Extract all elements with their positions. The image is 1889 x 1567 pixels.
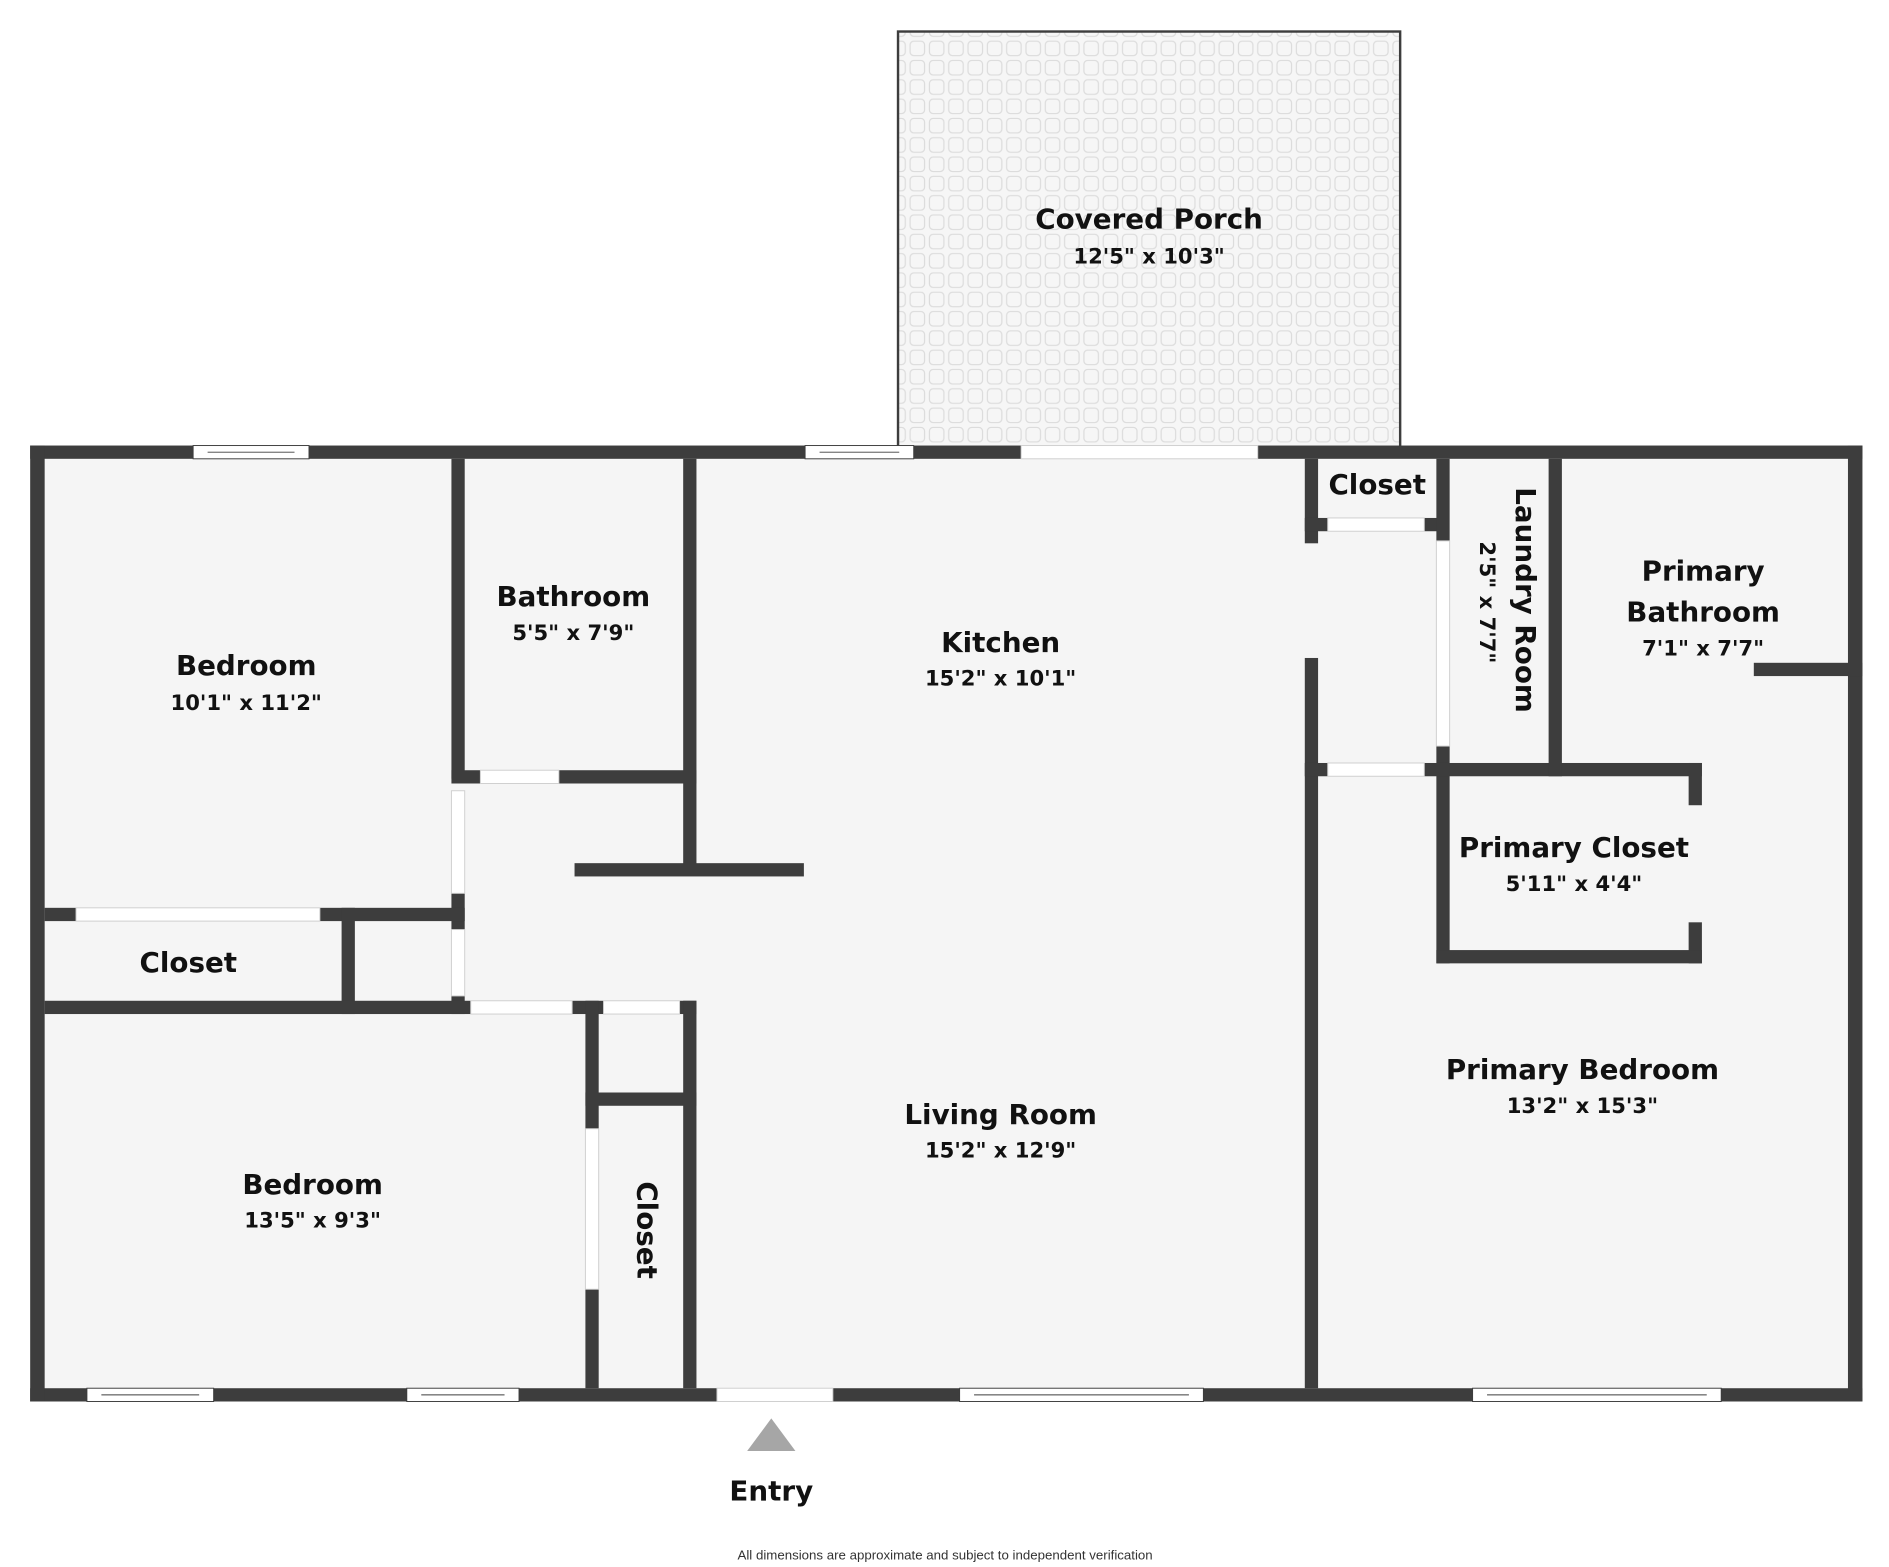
closet-top-label: Closet — [1328, 468, 1426, 501]
primary-bathroom-label-1: Primary — [1642, 555, 1765, 588]
living-room-label: Living Room — [904, 1098, 1097, 1131]
closet-left-label: Closet — [140, 946, 238, 979]
living-room-dims: 15'2" x 12'9" — [925, 1138, 1076, 1163]
closet-hall-label: Closet — [630, 1181, 663, 1279]
kitchen-dims: 15'2" x 10'1" — [925, 666, 1076, 691]
bedroom-2-label: Bedroom — [242, 1168, 383, 1201]
laundry-room-dims: 2'5" x 7'7" — [1475, 541, 1500, 663]
bedroom-1-label: Bedroom — [176, 649, 317, 682]
disclaimer: All dimensions are approximate and subje… — [738, 1548, 1153, 1563]
kitchen-label: Kitchen — [941, 626, 1060, 659]
primary-bedroom-label: Primary Bedroom — [1446, 1053, 1719, 1086]
entry-label: Entry — [729, 1474, 813, 1507]
bedroom-2-dims: 13'5" x 9'3" — [244, 1208, 381, 1233]
entry-arrow-icon — [747, 1418, 796, 1451]
covered-porch — [896, 30, 1402, 453]
primary-bathroom-dims: 7'1" x 7'7" — [1642, 636, 1764, 661]
covered-porch-label: Covered Porch — [1035, 202, 1263, 235]
covered-porch-dims: 12'5" x 10'3" — [1073, 243, 1224, 268]
house-floor — [36, 451, 1857, 1396]
laundry-room-label: Laundry Room — [1509, 487, 1542, 713]
primary-bathroom-label-2: Bathroom — [1626, 596, 1780, 629]
primary-closet-dims: 5'11" x 4'4" — [1506, 871, 1643, 896]
bathroom-dims: 5'5" x 7'9" — [512, 620, 634, 645]
primary-closet-label: Primary Closet — [1459, 831, 1689, 864]
bathroom-label: Bathroom — [497, 580, 651, 613]
bedroom-1-dims: 10'1" x 11'2" — [171, 690, 322, 715]
primary-bedroom-dims: 13'2" x 15'3" — [1507, 1093, 1658, 1118]
doors-and-windows — [75, 445, 1722, 1402]
